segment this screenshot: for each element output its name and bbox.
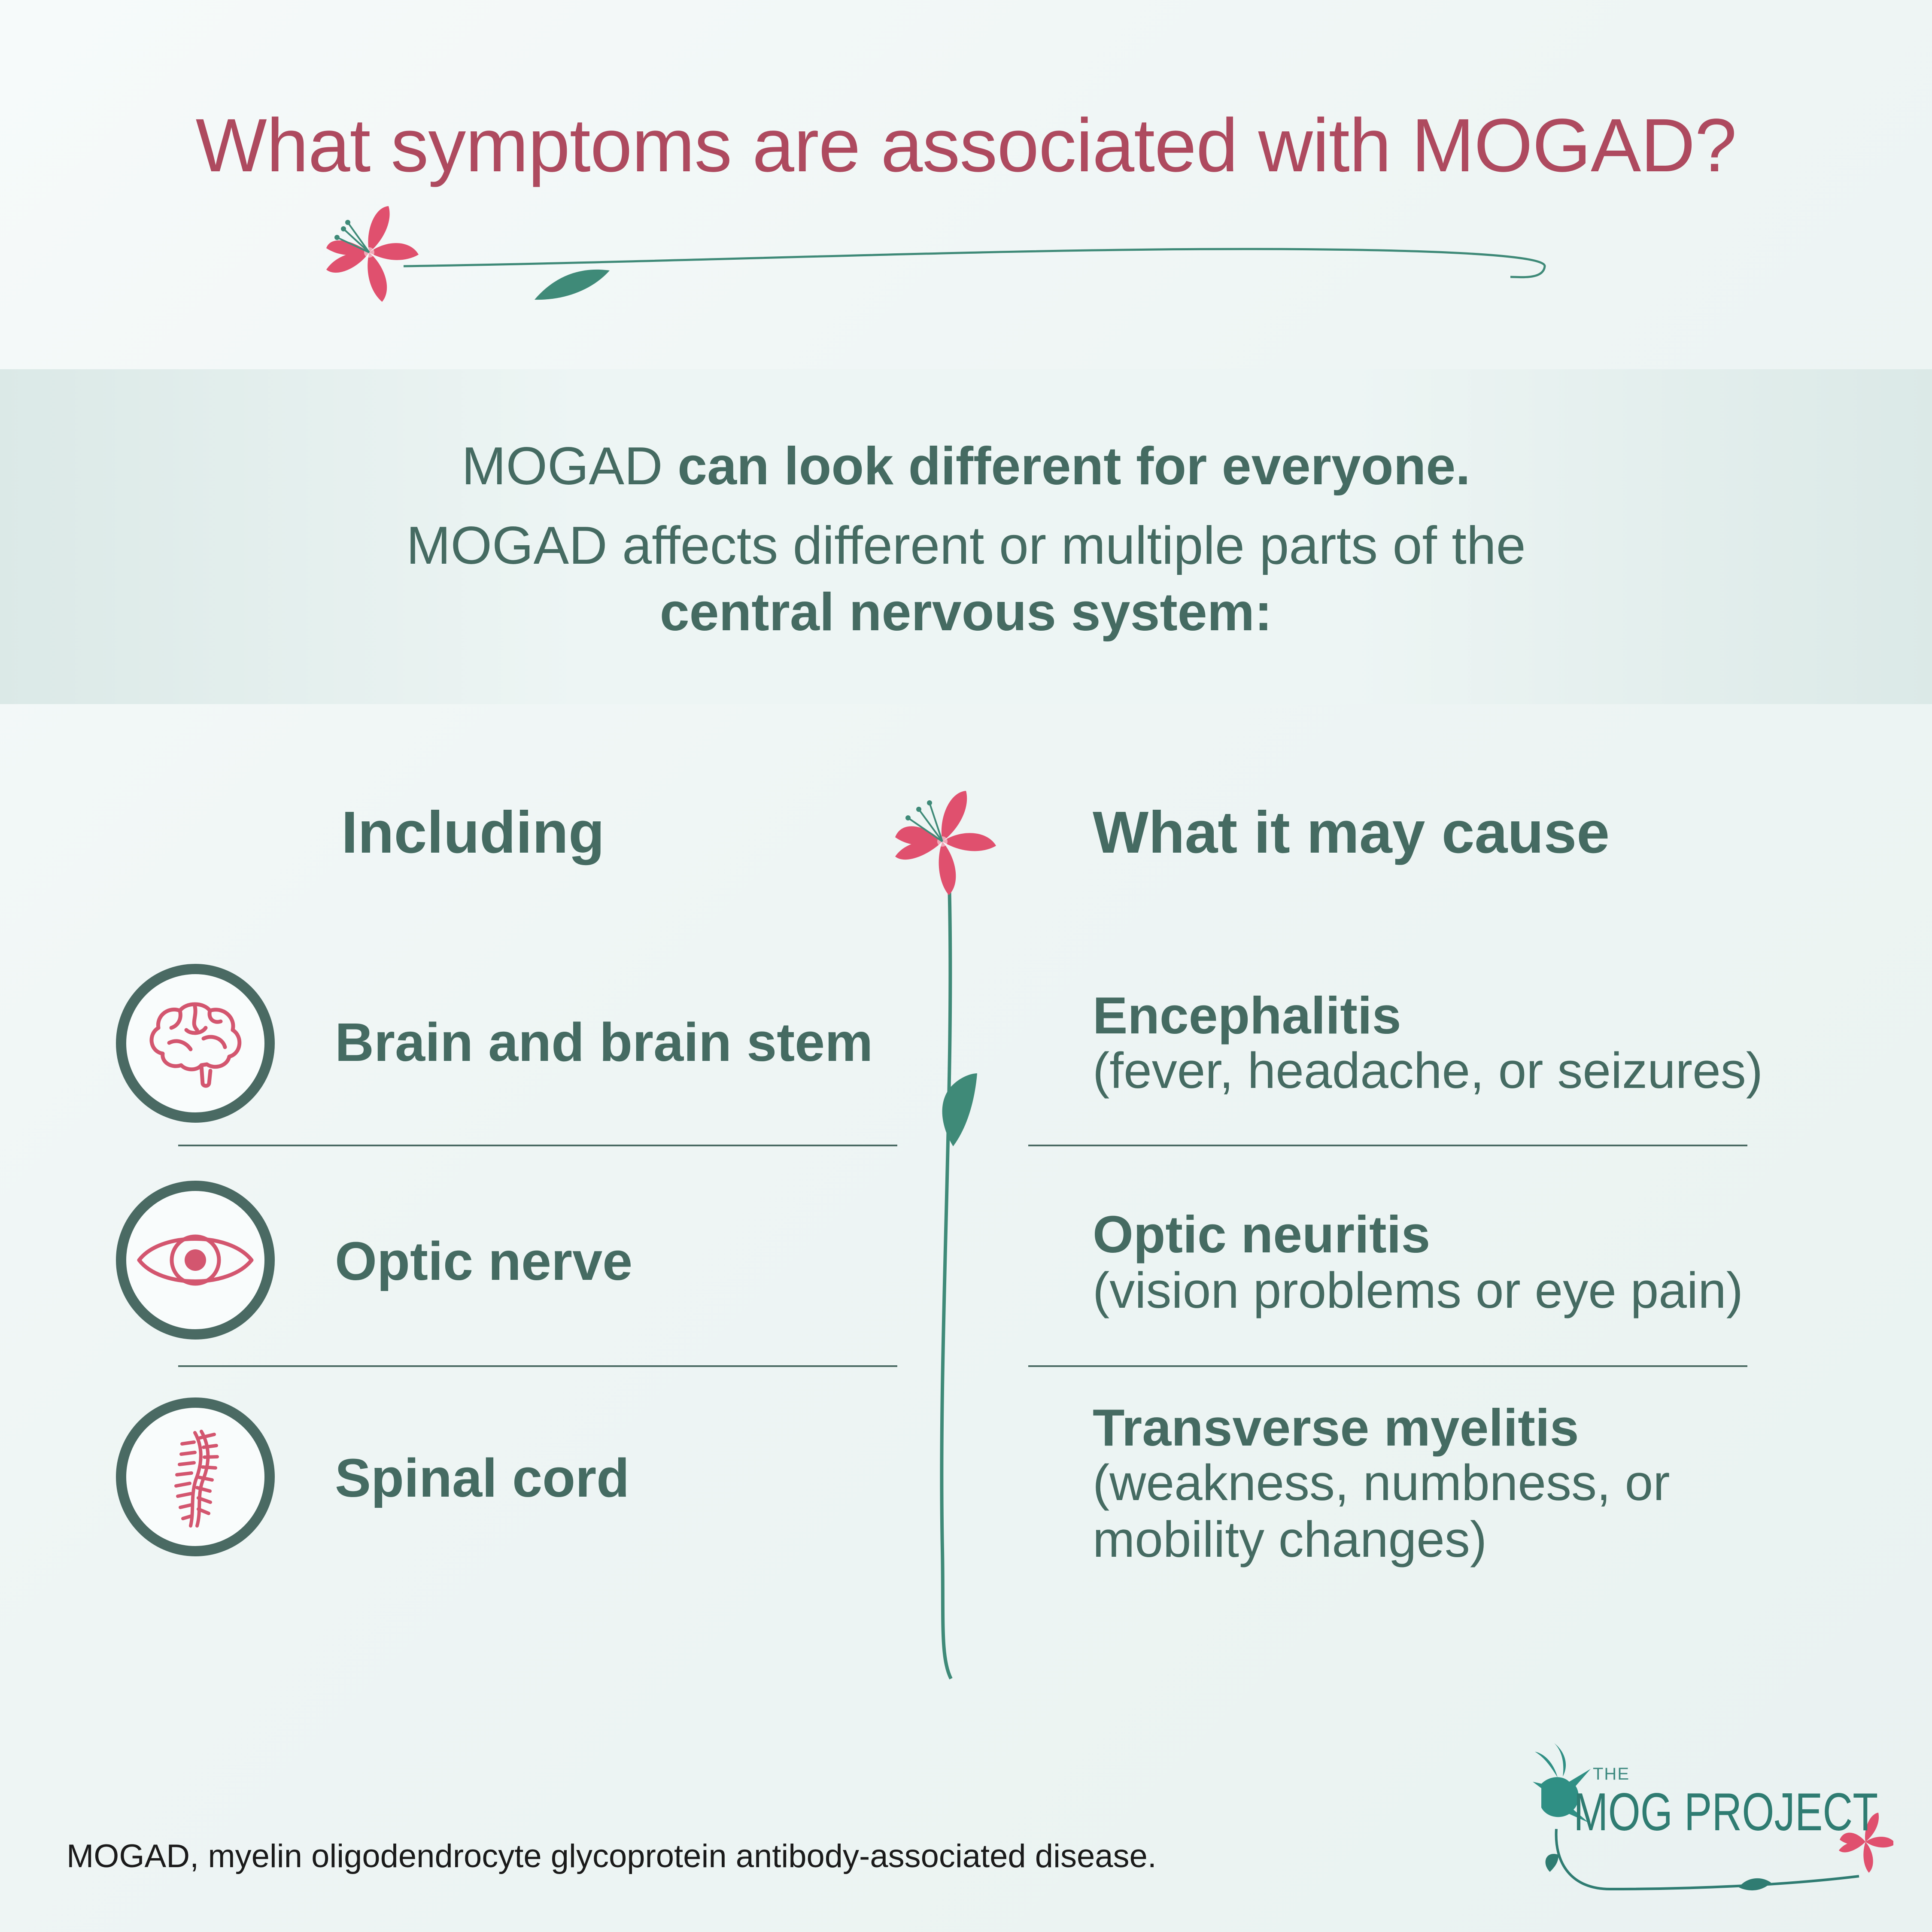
cause-title-transverse-myelitis: Transverse myelitis — [1093, 1398, 1579, 1457]
footnote: MOGAD, myelin oligodendrocyte glycoprote… — [67, 1838, 1157, 1874]
eye-icon-circle — [116, 1181, 275, 1340]
eye-icon — [137, 1234, 254, 1286]
brain-icon-circle — [116, 964, 275, 1123]
brain-icon — [149, 1002, 242, 1088]
part-label-optic-nerve: Optic nerve — [335, 1231, 633, 1291]
intro-band — [0, 369, 1932, 704]
spine-icon-circle — [116, 1397, 275, 1556]
intro-line-3: central nervous system: — [659, 583, 1273, 642]
cause-desc-transverse-myelitis-2: mobility changes) — [1093, 1511, 1487, 1568]
intro-line-2: MOGAD affects different or multiple part… — [406, 516, 1526, 575]
part-label-brain: Brain and brain stem — [335, 1012, 873, 1072]
cause-desc-transverse-myelitis-1: (weakness, numbness, or — [1093, 1455, 1670, 1511]
logo-the-text: THE — [1593, 1765, 1630, 1783]
page-title: What symptoms are associated with MOGAD? — [195, 103, 1737, 188]
logo-main-text: MOG PROJECT — [1574, 1783, 1878, 1842]
intro-line-1: MOGAD can look different for everyone. — [462, 437, 1470, 496]
divider-right-1 — [1028, 1145, 1747, 1146]
cause-desc-encephalitis: (fever, headache, or seizures) — [1093, 1042, 1763, 1099]
cause-title-optic-neuritis: Optic neuritis — [1093, 1205, 1431, 1264]
divider-right-2 — [1028, 1365, 1747, 1367]
including-heading: Including — [341, 799, 605, 866]
lily-divider-icon — [326, 206, 1546, 302]
spine-icon — [174, 1430, 219, 1528]
lily-stem-icon — [895, 791, 996, 1680]
part-label-spinal-cord: Spinal cord — [335, 1448, 630, 1508]
divider-left-1 — [178, 1145, 897, 1146]
divider-left-2 — [178, 1365, 897, 1367]
cause-desc-optic-neuritis: (vision problems or eye pain) — [1093, 1262, 1743, 1319]
what-it-may-cause-heading: What it may cause — [1093, 799, 1610, 866]
mog-project-logo-icon — [1533, 1743, 1893, 1891]
cause-title-encephalitis: Encephalitis — [1093, 986, 1401, 1045]
